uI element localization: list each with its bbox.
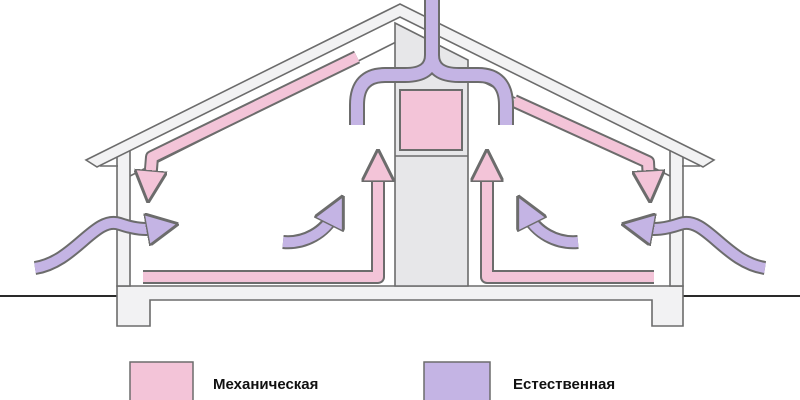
mechanical-arrow-left-floor xyxy=(143,170,385,284)
roof xyxy=(84,3,716,168)
floor-slab xyxy=(116,285,684,327)
mechanical-arrow-right-floor xyxy=(480,170,654,284)
mechanical-arrows xyxy=(143,50,654,284)
natural-arrows xyxy=(33,0,767,275)
chimney-shaft xyxy=(394,21,469,287)
legend: Механическая Естественная xyxy=(129,361,615,400)
legend-swatch-natural xyxy=(423,361,491,400)
duct-box xyxy=(399,89,463,151)
legend-swatch-mechanical xyxy=(129,361,194,400)
legend-label-mechanical: Механическая xyxy=(213,376,318,393)
legend-label-natural: Естественная xyxy=(513,376,615,393)
